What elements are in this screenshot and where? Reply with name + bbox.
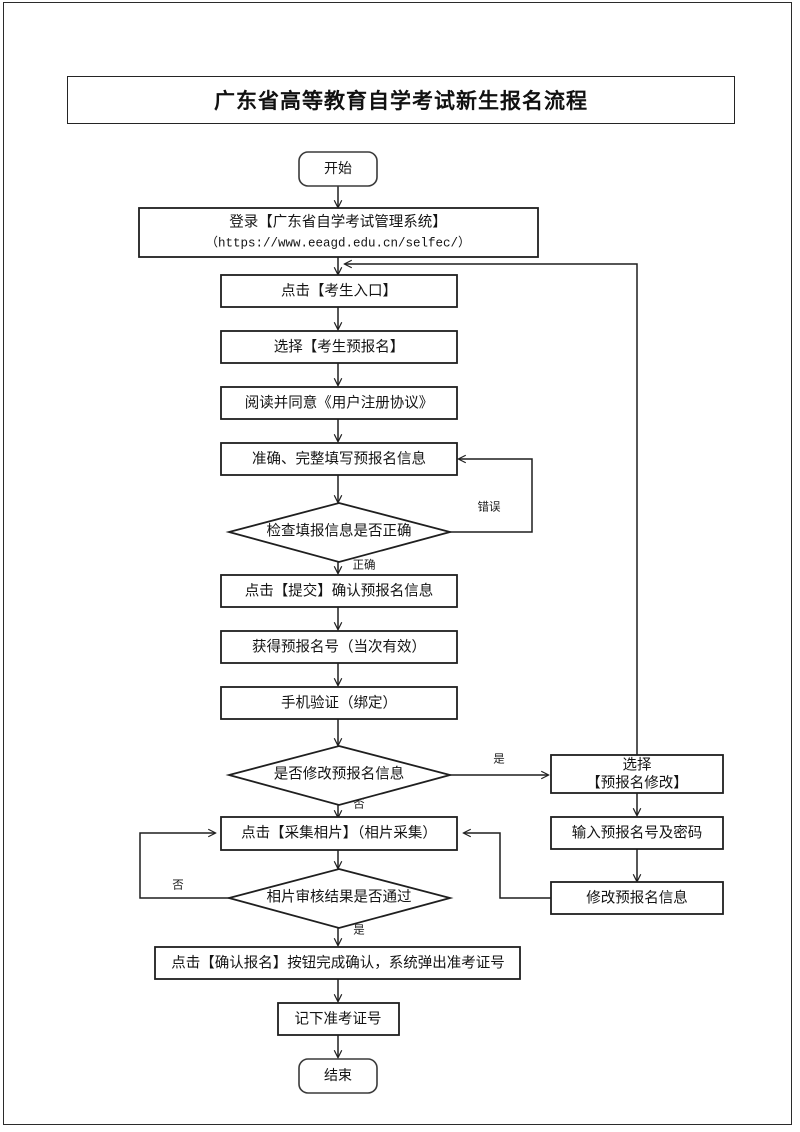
writedown-shape[interactable] bbox=[277, 1002, 400, 1036]
connectors bbox=[139, 186, 638, 1057]
fillinfo-shape[interactable] bbox=[220, 442, 458, 476]
node-prereg[interactable]: 选择【考生预报名】 bbox=[220, 330, 458, 364]
fillinfo-label: 准确、完整填写预报名信息 bbox=[252, 450, 426, 467]
writedown-label: 记下准考证号 bbox=[295, 1010, 382, 1027]
photocheck-shape[interactable] bbox=[225, 868, 454, 929]
node-confirm[interactable]: 点击【确认报名】按钮完成确认，系统弹出准考证号 bbox=[154, 946, 521, 980]
edge-labels: 错误 正确 是 否 否 是 bbox=[172, 500, 505, 937]
modifyask-shape[interactable] bbox=[225, 745, 454, 806]
edge-label-no-modify: 否 bbox=[353, 799, 365, 811]
edge-label-yes-photo: 是 bbox=[353, 924, 365, 937]
edge-checkinfo-error-loop bbox=[450, 459, 533, 533]
node-login[interactable]: 登录【广东省自学考试管理系统】 （https://www.eeagd.edu.c… bbox=[138, 207, 539, 258]
login-shape[interactable] bbox=[138, 207, 539, 258]
phoneverify-label: 手机验证（绑定） bbox=[281, 694, 397, 711]
node-fillinfo[interactable]: 准确、完整填写预报名信息 bbox=[220, 442, 458, 476]
checkinfo-label: 检查填报信息是否正确 bbox=[267, 522, 412, 539]
edge-photocheck-no-loop bbox=[139, 833, 229, 899]
modifyask-label: 是否修改预报名信息 bbox=[274, 765, 405, 782]
node-selectmodify[interactable]: 选择 【预报名修改】 bbox=[550, 754, 724, 794]
getnumber-label: 获得预报名号（当次有效） bbox=[252, 638, 426, 655]
node-modifyinfo[interactable]: 修改预报名信息 bbox=[550, 881, 724, 915]
node-end[interactable]: 结束 bbox=[298, 1058, 378, 1094]
photo-label: 点击【采集相片】（相片采集） bbox=[241, 824, 437, 841]
edge-label-error: 错误 bbox=[478, 500, 501, 514]
confirm-label: 点击【确认报名】按钮完成确认，系统弹出准考证号 bbox=[171, 954, 505, 971]
agreement-label: 阅读并同意《用户注册协议》 bbox=[245, 393, 434, 411]
node-inputnumber[interactable]: 输入预报名号及密码 bbox=[550, 816, 724, 850]
entry-shape[interactable] bbox=[220, 274, 458, 308]
node-photocheck[interactable]: 相片审核结果是否通过 bbox=[225, 868, 454, 929]
node-start[interactable]: 开始 bbox=[298, 151, 378, 187]
inputnumber-shape[interactable] bbox=[550, 816, 724, 850]
phoneverify-shape[interactable] bbox=[220, 686, 458, 720]
entry-label: 点击【考生入口】 bbox=[281, 282, 397, 299]
node-photo[interactable]: 点击【采集相片】（相片采集） bbox=[220, 816, 458, 851]
confirm-shape[interactable] bbox=[154, 946, 521, 980]
page-title: 广东省高等教育自学考试新生报名流程 bbox=[214, 89, 588, 113]
page-border bbox=[3, 2, 792, 1125]
prereg-shape[interactable] bbox=[220, 330, 458, 364]
agreement-shape[interactable] bbox=[220, 386, 458, 420]
node-modifyask[interactable]: 是否修改预报名信息 bbox=[225, 745, 454, 806]
edge-label-yes-modify: 是 bbox=[493, 753, 505, 766]
start-shape[interactable] bbox=[298, 151, 378, 187]
inputnumber-label: 输入预报名号及密码 bbox=[572, 824, 703, 841]
selectmodify-label-line2: 【预报名修改】 bbox=[586, 774, 688, 791]
node-agreement[interactable]: 阅读并同意《用户注册协议》 bbox=[220, 386, 458, 420]
photo-shape[interactable] bbox=[220, 816, 458, 851]
start-label: 开始 bbox=[324, 161, 352, 177]
modifyinfo-shape[interactable] bbox=[550, 881, 724, 915]
edge-label-correct: 正确 bbox=[353, 559, 376, 572]
photocheck-label: 相片审核结果是否通过 bbox=[267, 888, 412, 905]
checkinfo-shape[interactable] bbox=[225, 502, 454, 563]
edge-modifyinfo-to-photo bbox=[464, 833, 551, 899]
end-shape[interactable] bbox=[298, 1058, 378, 1094]
edge-selectmodify-to-entry-feedback bbox=[345, 264, 638, 757]
modifyinfo-label: 修改预报名信息 bbox=[586, 889, 688, 906]
getnumber-shape[interactable] bbox=[220, 630, 458, 664]
prereg-label: 选择【考生预报名】 bbox=[274, 338, 405, 355]
selectmodify-shape[interactable] bbox=[550, 754, 724, 794]
node-phoneverify[interactable]: 手机验证（绑定） bbox=[220, 686, 458, 720]
node-entry[interactable]: 点击【考生入口】 bbox=[220, 274, 458, 308]
node-writedown[interactable]: 记下准考证号 bbox=[277, 1002, 400, 1036]
submit-shape[interactable] bbox=[220, 574, 458, 608]
node-submit[interactable]: 点击【提交】确认预报名信息 bbox=[220, 574, 458, 608]
login-label-line2: （https://www.eeagd.edu.cn/selfec/） bbox=[205, 235, 470, 250]
edge-label-no-photo: 否 bbox=[172, 880, 184, 892]
node-getnumber[interactable]: 获得预报名号（当次有效） bbox=[220, 630, 458, 664]
end-label: 结束 bbox=[324, 1068, 352, 1084]
selectmodify-label-line1: 选择 bbox=[623, 756, 652, 773]
title-box: 广东省高等教育自学考试新生报名流程 bbox=[67, 76, 735, 124]
login-label-line1: 登录【广东省自学考试管理系统】 bbox=[229, 213, 447, 230]
submit-label: 点击【提交】确认预报名信息 bbox=[245, 581, 434, 599]
node-checkinfo[interactable]: 检查填报信息是否正确 bbox=[225, 502, 454, 563]
